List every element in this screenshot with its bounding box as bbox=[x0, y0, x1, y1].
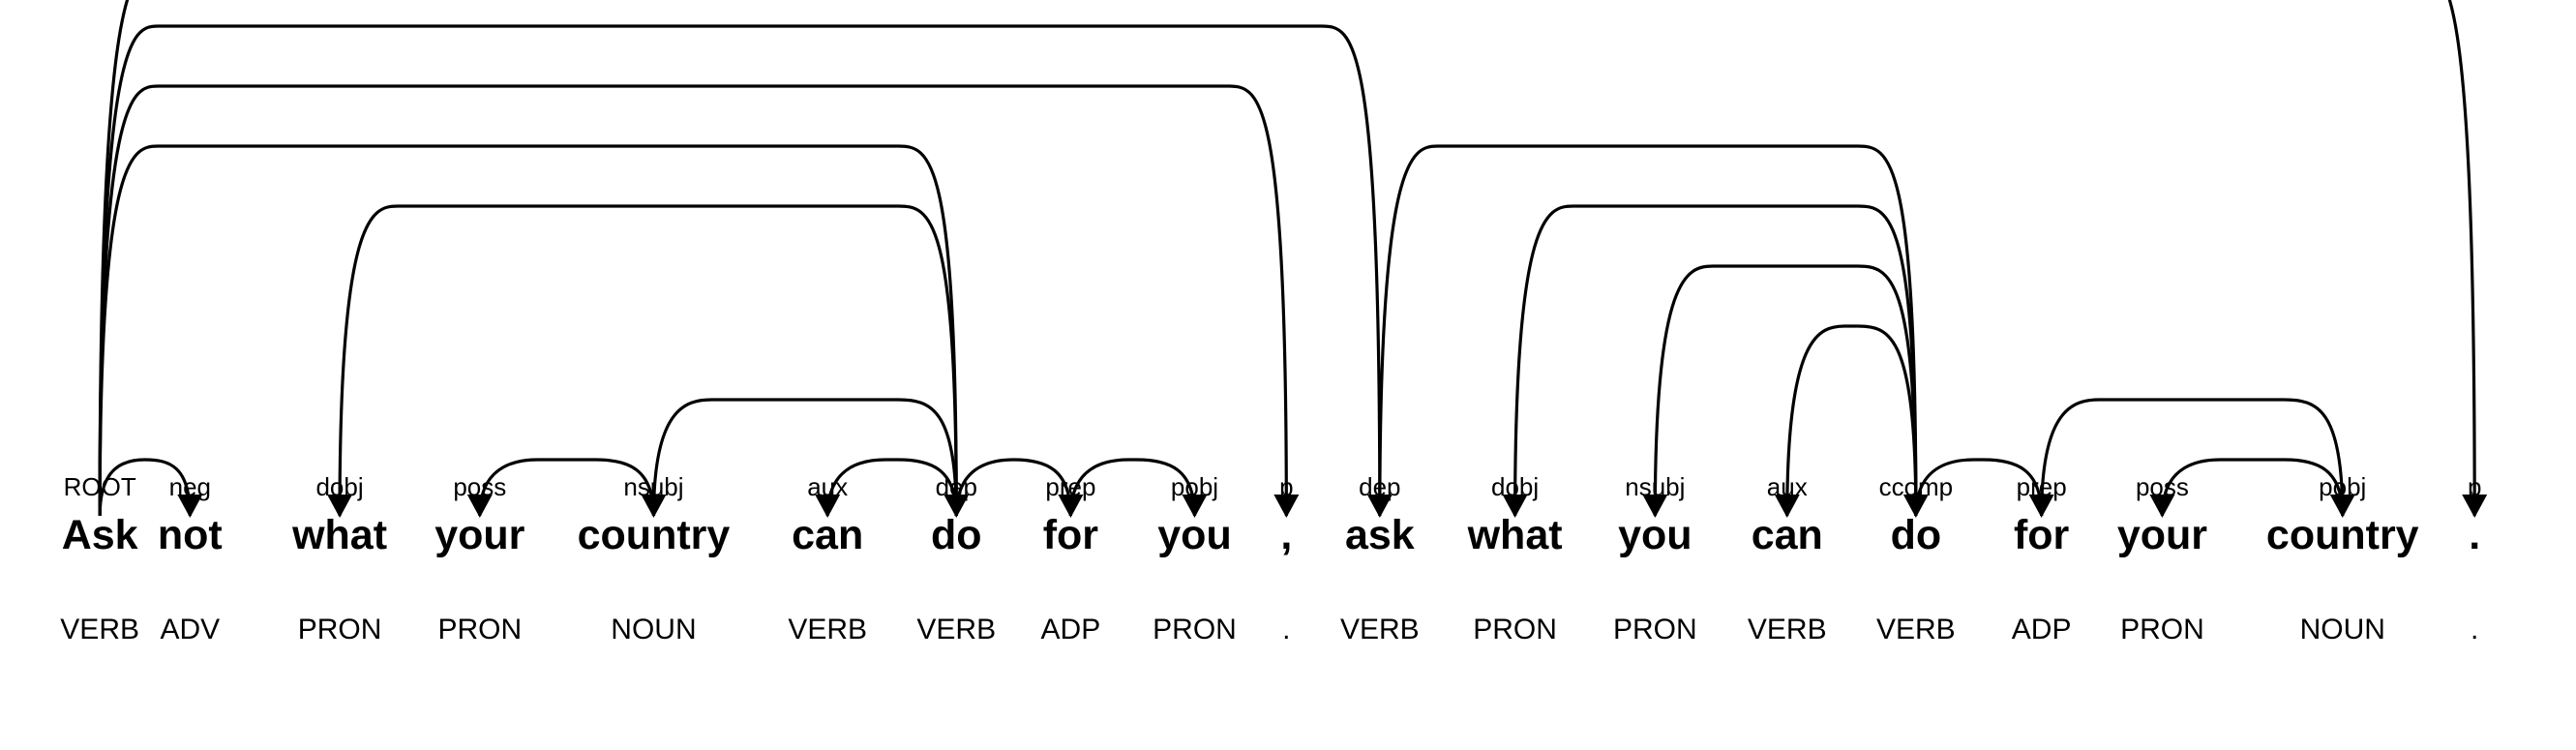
token-word[interactable]: can bbox=[792, 512, 863, 558]
token-word[interactable]: do bbox=[1891, 512, 1942, 558]
token-pos-tag: PRON bbox=[298, 614, 382, 645]
dependency-arc bbox=[1914, 458, 2044, 517]
dependency-arc bbox=[2040, 398, 2345, 517]
token-word[interactable]: your bbox=[434, 512, 524, 558]
token-pos-tag: . bbox=[1282, 614, 1290, 645]
arc-label: p bbox=[2468, 472, 2481, 501]
arrowhead-icon bbox=[2462, 495, 2488, 518]
token-word[interactable]: not bbox=[158, 512, 223, 558]
token-word[interactable]: you bbox=[1157, 512, 1231, 558]
pos-tag-layer: VERB ADV PRON PRON NOUN VERB VERB ADP PRON. VERB P… bbox=[60, 614, 2478, 645]
arrowhead-icon bbox=[1774, 495, 1800, 518]
arc-label: dobj bbox=[315, 472, 363, 501]
token-pos-tag: PRON bbox=[2120, 614, 2204, 645]
token-pos-tag: VERB bbox=[1748, 614, 1827, 645]
token-word[interactable]: , bbox=[1280, 512, 1292, 558]
arc-label: dep bbox=[1359, 472, 1400, 501]
arc-label-root: ROOT bbox=[64, 472, 136, 501]
arrowhead-icon bbox=[815, 495, 841, 518]
token-word[interactable]: do bbox=[931, 512, 982, 558]
token-pos-tag: NOUN bbox=[2300, 614, 2385, 645]
dependency-arc bbox=[1068, 458, 1197, 517]
arrowhead-icon bbox=[177, 495, 203, 518]
arrowhead-icon bbox=[466, 495, 493, 518]
dependency-arc bbox=[1513, 204, 1918, 517]
token-word[interactable]: can bbox=[1752, 512, 1823, 558]
arc-label: aux bbox=[1767, 472, 1808, 501]
token-pos-tag: VERB bbox=[1876, 614, 1956, 645]
token-word[interactable]: . bbox=[2469, 512, 2480, 558]
token-word[interactable]: your bbox=[2117, 512, 2207, 558]
dependency-arc bbox=[651, 398, 958, 517]
arc-label: dep bbox=[936, 472, 977, 501]
arc-label: pobj bbox=[2319, 472, 2366, 501]
token-pos-tag: PRON bbox=[1153, 614, 1237, 645]
arc-layer bbox=[98, 0, 2488, 518]
arrowhead-icon bbox=[2149, 495, 2175, 518]
token-word[interactable]: country bbox=[578, 512, 731, 558]
dependency-arc bbox=[338, 204, 958, 517]
dependency-arc bbox=[1785, 324, 1918, 517]
arrowhead-icon bbox=[641, 495, 667, 518]
dependency-arc bbox=[98, 458, 192, 517]
arrowhead-icon bbox=[2329, 495, 2355, 518]
dependency-arc bbox=[1378, 144, 1918, 517]
token-word[interactable]: what bbox=[291, 512, 387, 558]
dependency-arc bbox=[98, 24, 1382, 517]
arrowhead-icon bbox=[327, 495, 353, 518]
token-pos-tag: VERB bbox=[788, 614, 867, 645]
arc-label: p bbox=[1279, 472, 1293, 501]
token-pos-tag: PRON bbox=[437, 614, 522, 645]
arc-label: poss bbox=[453, 472, 506, 501]
token-pos-tag: . bbox=[2471, 614, 2478, 645]
dependency-arc bbox=[954, 458, 1072, 517]
arc-label-layer: neg dobj poss nsubj aux dep prep pobj p dep dobj ns… bbox=[64, 472, 2482, 501]
arc-label: pobj bbox=[1171, 472, 1218, 501]
token-word[interactable]: for bbox=[1043, 512, 1099, 558]
token-pos-tag: PRON bbox=[1473, 614, 1557, 645]
arc-label: neg bbox=[169, 472, 211, 501]
arc-label: nsubj bbox=[623, 472, 683, 501]
dependency-arc bbox=[1653, 264, 1918, 517]
arrowhead-icon bbox=[1502, 495, 1528, 518]
token-pos-tag: PRON bbox=[1613, 614, 1697, 645]
arc-label: poss bbox=[2136, 472, 2189, 501]
token-pos-tag: ADP bbox=[1041, 614, 1101, 645]
dependency-arc bbox=[2160, 458, 2345, 517]
token-pos-tag: NOUN bbox=[611, 614, 696, 645]
dependency-arc bbox=[98, 0, 2476, 517]
token-word[interactable]: ask bbox=[1345, 512, 1415, 558]
arc-label: prep bbox=[1045, 472, 1095, 501]
token-pos-tag: VERB bbox=[916, 614, 996, 645]
arrowhead-icon bbox=[1182, 495, 1208, 518]
token-pos-tag: ADP bbox=[2012, 614, 2072, 645]
dependency-arc bbox=[98, 84, 1288, 517]
token-pos-tag: ADV bbox=[160, 614, 220, 645]
token-pos-tag: VERB bbox=[1340, 614, 1420, 645]
arc-label: ccomp bbox=[1879, 472, 1954, 501]
arc-label: nsubj bbox=[1625, 472, 1685, 501]
arrowhead-icon bbox=[1273, 495, 1300, 518]
arc-label: aux bbox=[807, 472, 848, 501]
dependency-arc bbox=[98, 144, 958, 517]
token-word[interactable]: what bbox=[1467, 512, 1563, 558]
token-pos-tag: VERB bbox=[60, 614, 139, 645]
token-word[interactable]: you bbox=[1618, 512, 1692, 558]
dependency-arc bbox=[825, 458, 958, 517]
dependency-arc bbox=[478, 458, 656, 517]
token-word[interactable]: for bbox=[2014, 512, 2070, 558]
token-word[interactable]: Ask bbox=[62, 512, 138, 558]
token-word[interactable]: country bbox=[2266, 512, 2419, 558]
arrowhead-icon bbox=[1642, 495, 1668, 518]
arc-label: prep bbox=[2017, 472, 2067, 501]
arc-label: dobj bbox=[1491, 472, 1539, 501]
